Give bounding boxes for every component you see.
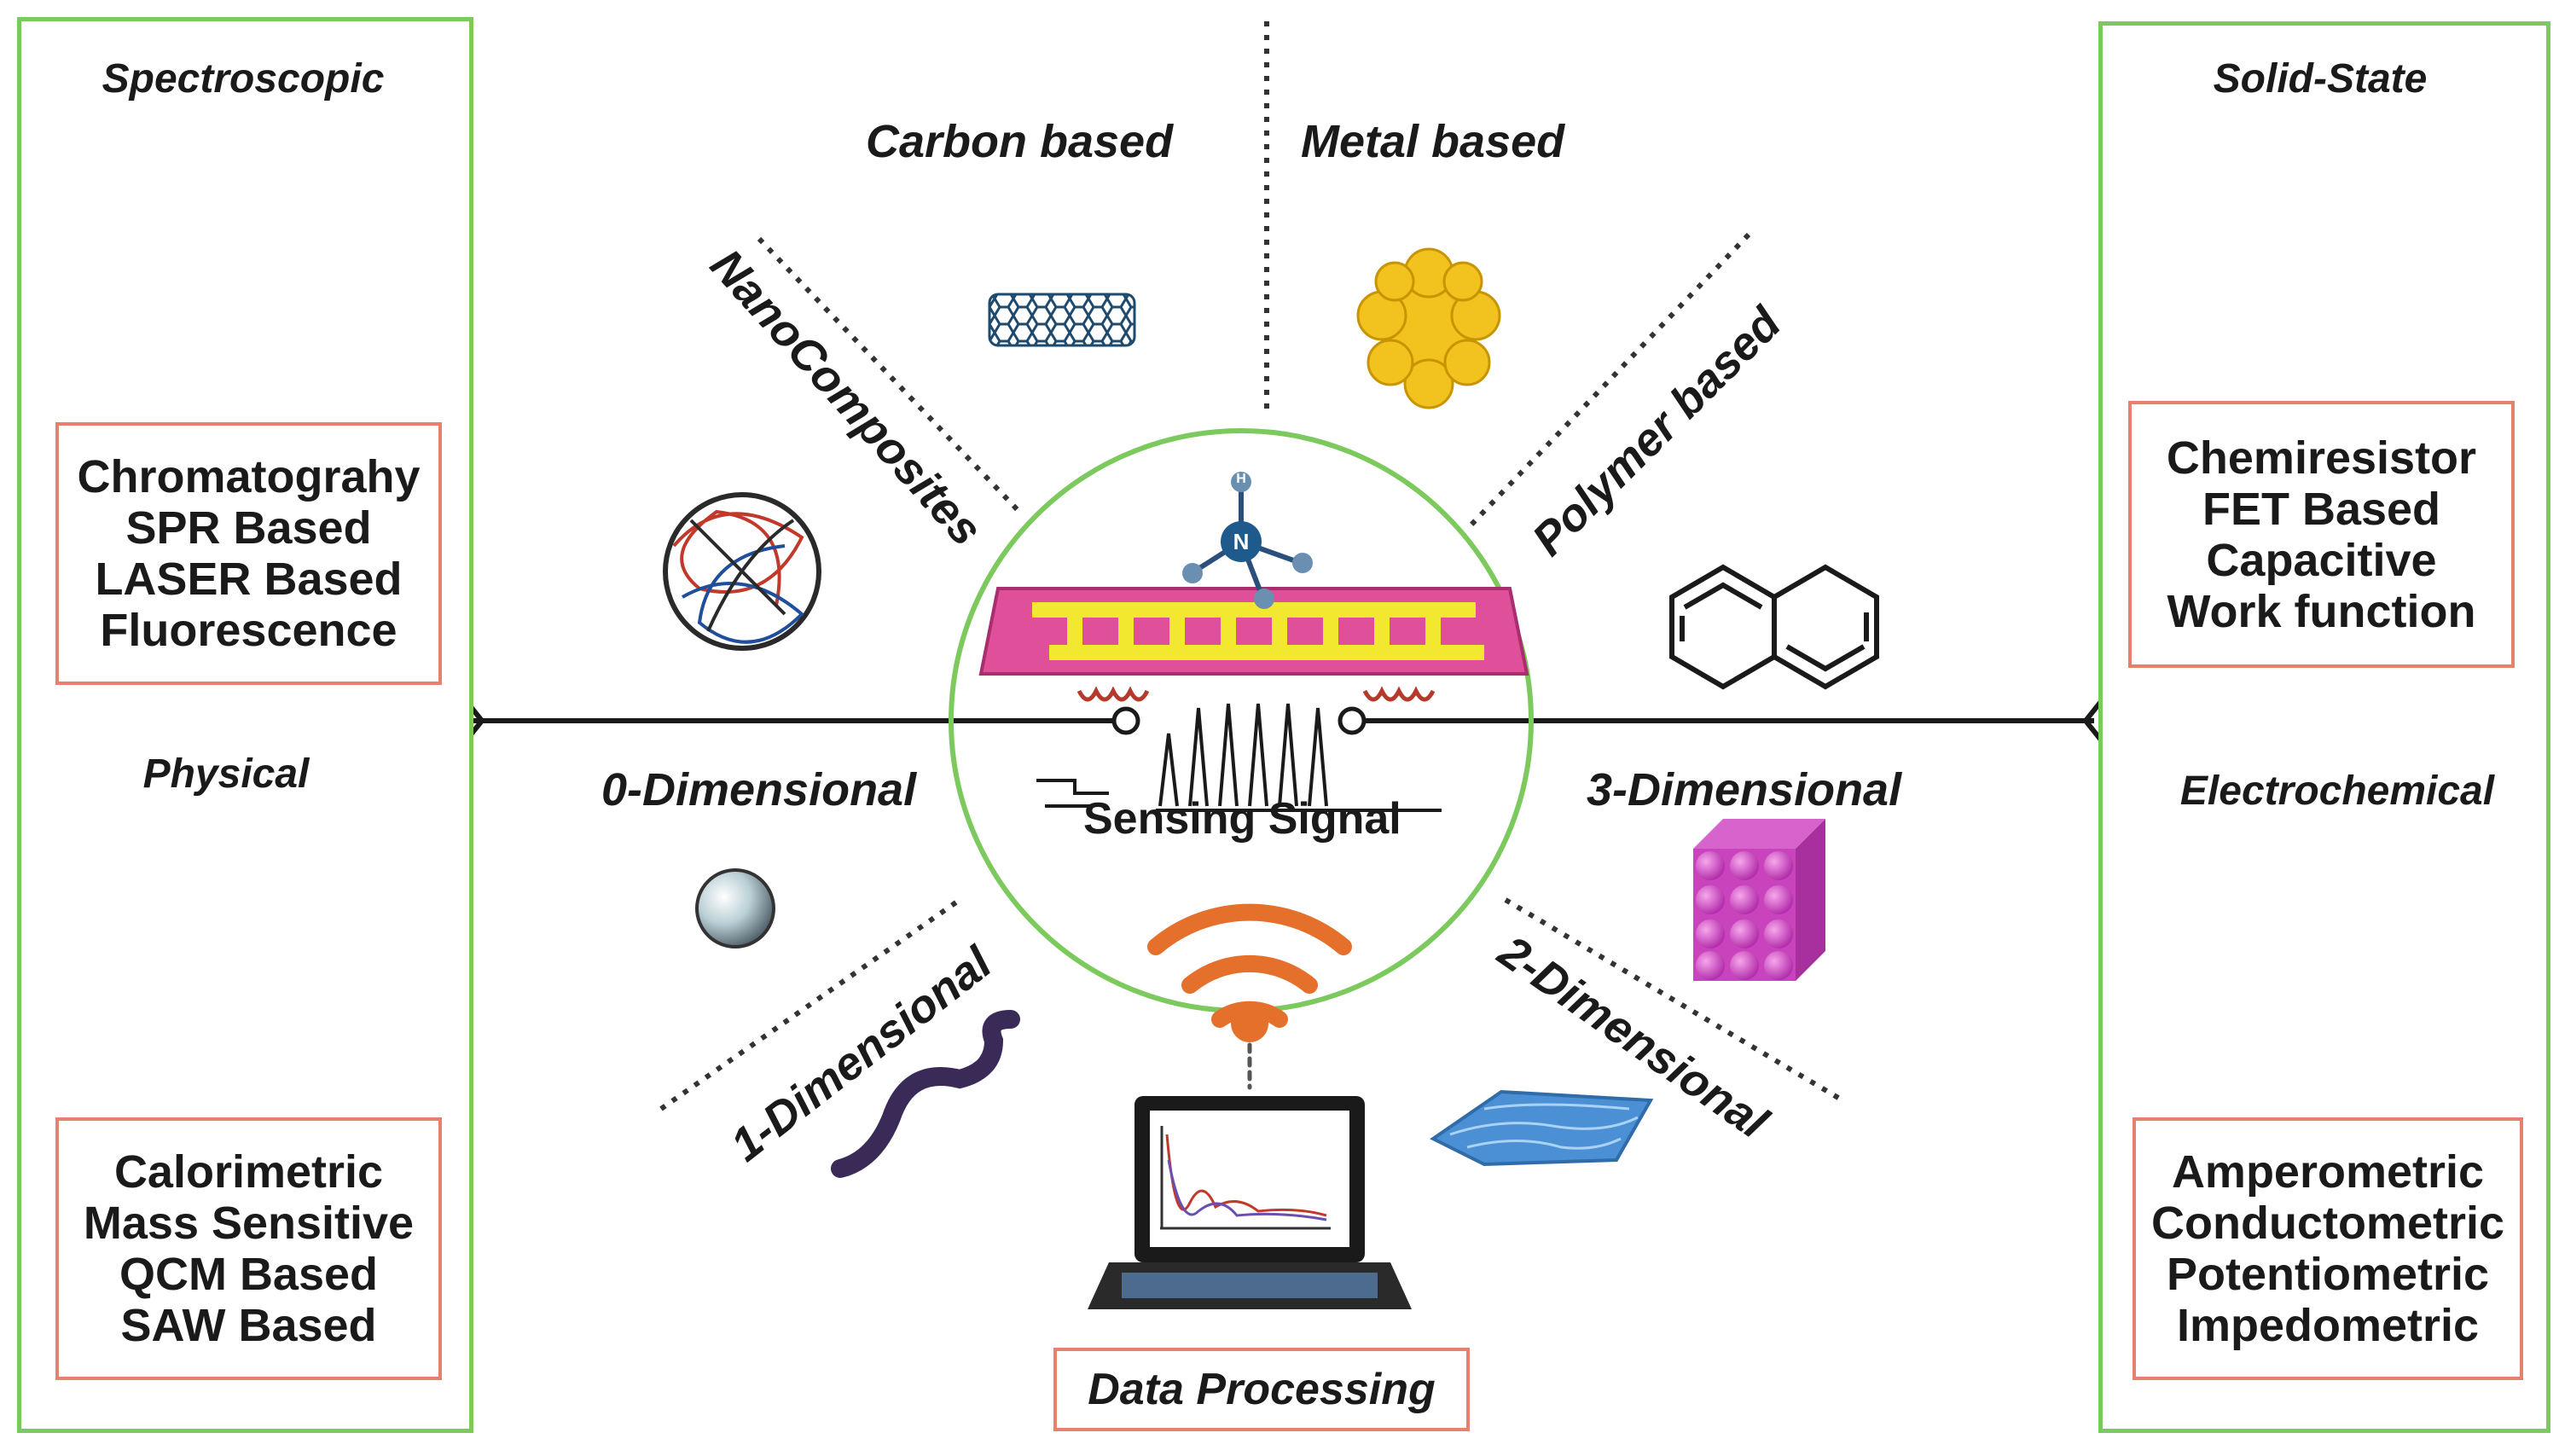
method-work-function: Work function bbox=[2167, 585, 2476, 637]
method-chromatography: Chromatograhy bbox=[77, 451, 421, 502]
naphthalene-icon bbox=[1669, 564, 1879, 690]
spectroscopic-methods-box: Chromatograhy SPR Based LASER Based Fluo… bbox=[55, 422, 442, 685]
method-fet: FET Based bbox=[2202, 483, 2441, 535]
method-laser: LASER Based bbox=[95, 554, 403, 605]
physical-methods-box: Calorimetric Mass Sensitive QCM Based SA… bbox=[55, 1117, 442, 1380]
sensing-signal-label: Sensing Signal bbox=[1083, 794, 1401, 844]
method-calorimetric: Calorimetric bbox=[113, 1146, 384, 1198]
metal-nanoparticle-icon bbox=[1356, 247, 1501, 409]
method-impedometric: Impedometric bbox=[2176, 1300, 2480, 1351]
sensor-device-icon bbox=[978, 587, 1529, 735]
method-capacitive: Capacitive bbox=[2206, 534, 2437, 586]
one-d-nanowire-icon bbox=[831, 1010, 1020, 1178]
zero-dimensional-label: 0-Dimensional bbox=[601, 764, 917, 815]
method-amperometric: Amperometric bbox=[2171, 1146, 2485, 1198]
three-dimensional-label: 3-Dimensional bbox=[1587, 764, 1902, 815]
method-potentiometric: Potentiometric bbox=[2166, 1249, 2490, 1300]
zero-d-sphere-icon bbox=[695, 868, 775, 948]
method-qcm: QCM Based bbox=[119, 1249, 379, 1300]
metal-based-label: Metal based bbox=[1301, 116, 1565, 167]
carbon-based-label: Carbon based bbox=[866, 116, 1174, 167]
three-d-cube-icon bbox=[1693, 819, 1825, 981]
solid-state-methods-box: Chemiresistor FET Based Capacitive Work … bbox=[2128, 401, 2515, 668]
ammonia-molecule-icon bbox=[1182, 472, 1313, 609]
molecule-n-label: N bbox=[1233, 529, 1250, 554]
dotted-dividers bbox=[659, 21, 1844, 1111]
data-processing-box: Data Processing bbox=[1053, 1348, 1470, 1431]
electrochemical-methods-box: Amperometric Conductometric Potentiometr… bbox=[2132, 1117, 2523, 1380]
method-spr: SPR Based bbox=[125, 502, 372, 554]
solid-state-title: Solid-State bbox=[2213, 56, 2428, 102]
method-conductometric: Conductometric bbox=[2150, 1198, 2505, 1249]
method-fluorescence: Fluorescence bbox=[100, 605, 397, 656]
method-mass-sensitive: Mass Sensitive bbox=[83, 1198, 415, 1249]
two-d-sheet-icon bbox=[1430, 1089, 1654, 1167]
spectroscopic-title: Spectroscopic bbox=[102, 56, 385, 102]
method-chemiresistor: Chemiresistor bbox=[2166, 432, 2477, 484]
physical-title: Physical bbox=[142, 751, 310, 797]
data-processing-label: Data Processing bbox=[1088, 1365, 1436, 1414]
carbon-nanotube-icon bbox=[988, 293, 1136, 347]
electrochemical-title: Electrochemical bbox=[2179, 769, 2495, 814]
laptop-icon bbox=[1088, 1096, 1412, 1309]
molecule-h-label: H bbox=[1236, 472, 1246, 486]
nanocomposite-ball-icon bbox=[663, 492, 821, 651]
sensing-signal-trace bbox=[1036, 703, 1442, 812]
wifi-icon bbox=[1147, 903, 1352, 1090]
method-saw: SAW Based bbox=[120, 1300, 377, 1351]
